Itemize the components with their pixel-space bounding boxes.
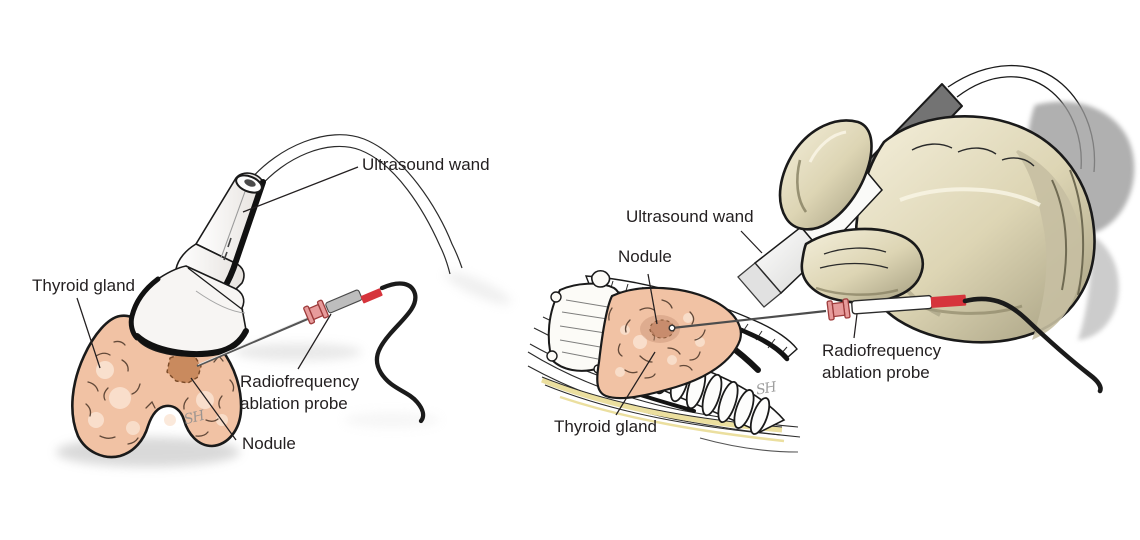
label-left-thyroid-gland: Thyroid gland — [32, 276, 136, 295]
left-probe-handle — [325, 289, 363, 314]
label-left-rf-probe: Radiofrequency ablation probe — [240, 372, 360, 413]
left-probe-connector — [303, 299, 329, 325]
right-figure — [527, 64, 1135, 453]
glove-index-finger — [800, 227, 924, 304]
label-right-rf-probe: Radiofrequency ablation probe — [822, 341, 942, 382]
artist-signature-right: SH — [754, 379, 778, 399]
glove-knuckle-lines — [911, 143, 1035, 167]
right-leader-lines — [615, 230, 858, 416]
left-figure — [56, 134, 512, 467]
right-probe-cable — [962, 296, 1103, 394]
label-right-nodule: Nodule — [618, 247, 672, 266]
left-probe-red-band — [360, 288, 383, 304]
left-probe-cable — [374, 281, 426, 424]
right-thyroid-nodule — [640, 315, 680, 343]
label-right-ultrasound-wand: Ultrasound wand — [626, 207, 754, 226]
needle-tip-marker — [668, 324, 676, 332]
left-rf-probe — [196, 281, 426, 424]
right-thyroid-texture — [608, 299, 706, 379]
glove-thumb — [778, 119, 873, 231]
label-right-thyroid-gland: Thyroid gland — [554, 417, 658, 436]
finger-creases — [819, 247, 889, 269]
left-ultrasound-cable — [249, 134, 463, 275]
right-thyroid-gland — [596, 286, 742, 400]
left-leader-lines — [76, 166, 359, 441]
right-probe-connector — [826, 298, 851, 321]
left-thyroid-nodule — [166, 352, 202, 384]
right-rf-probe — [668, 294, 1103, 394]
left-thyroid-texture — [85, 340, 235, 445]
label-left-ultrasound-wand: Ultrasound wand — [362, 155, 490, 174]
glove-cuff-shading — [1016, 150, 1083, 340]
right-probe-red-band — [930, 294, 967, 308]
left-ultrasound-wand — [128, 172, 266, 357]
label-left-nodule: Nodule — [242, 434, 296, 453]
right-glove-fingers — [778, 119, 924, 304]
